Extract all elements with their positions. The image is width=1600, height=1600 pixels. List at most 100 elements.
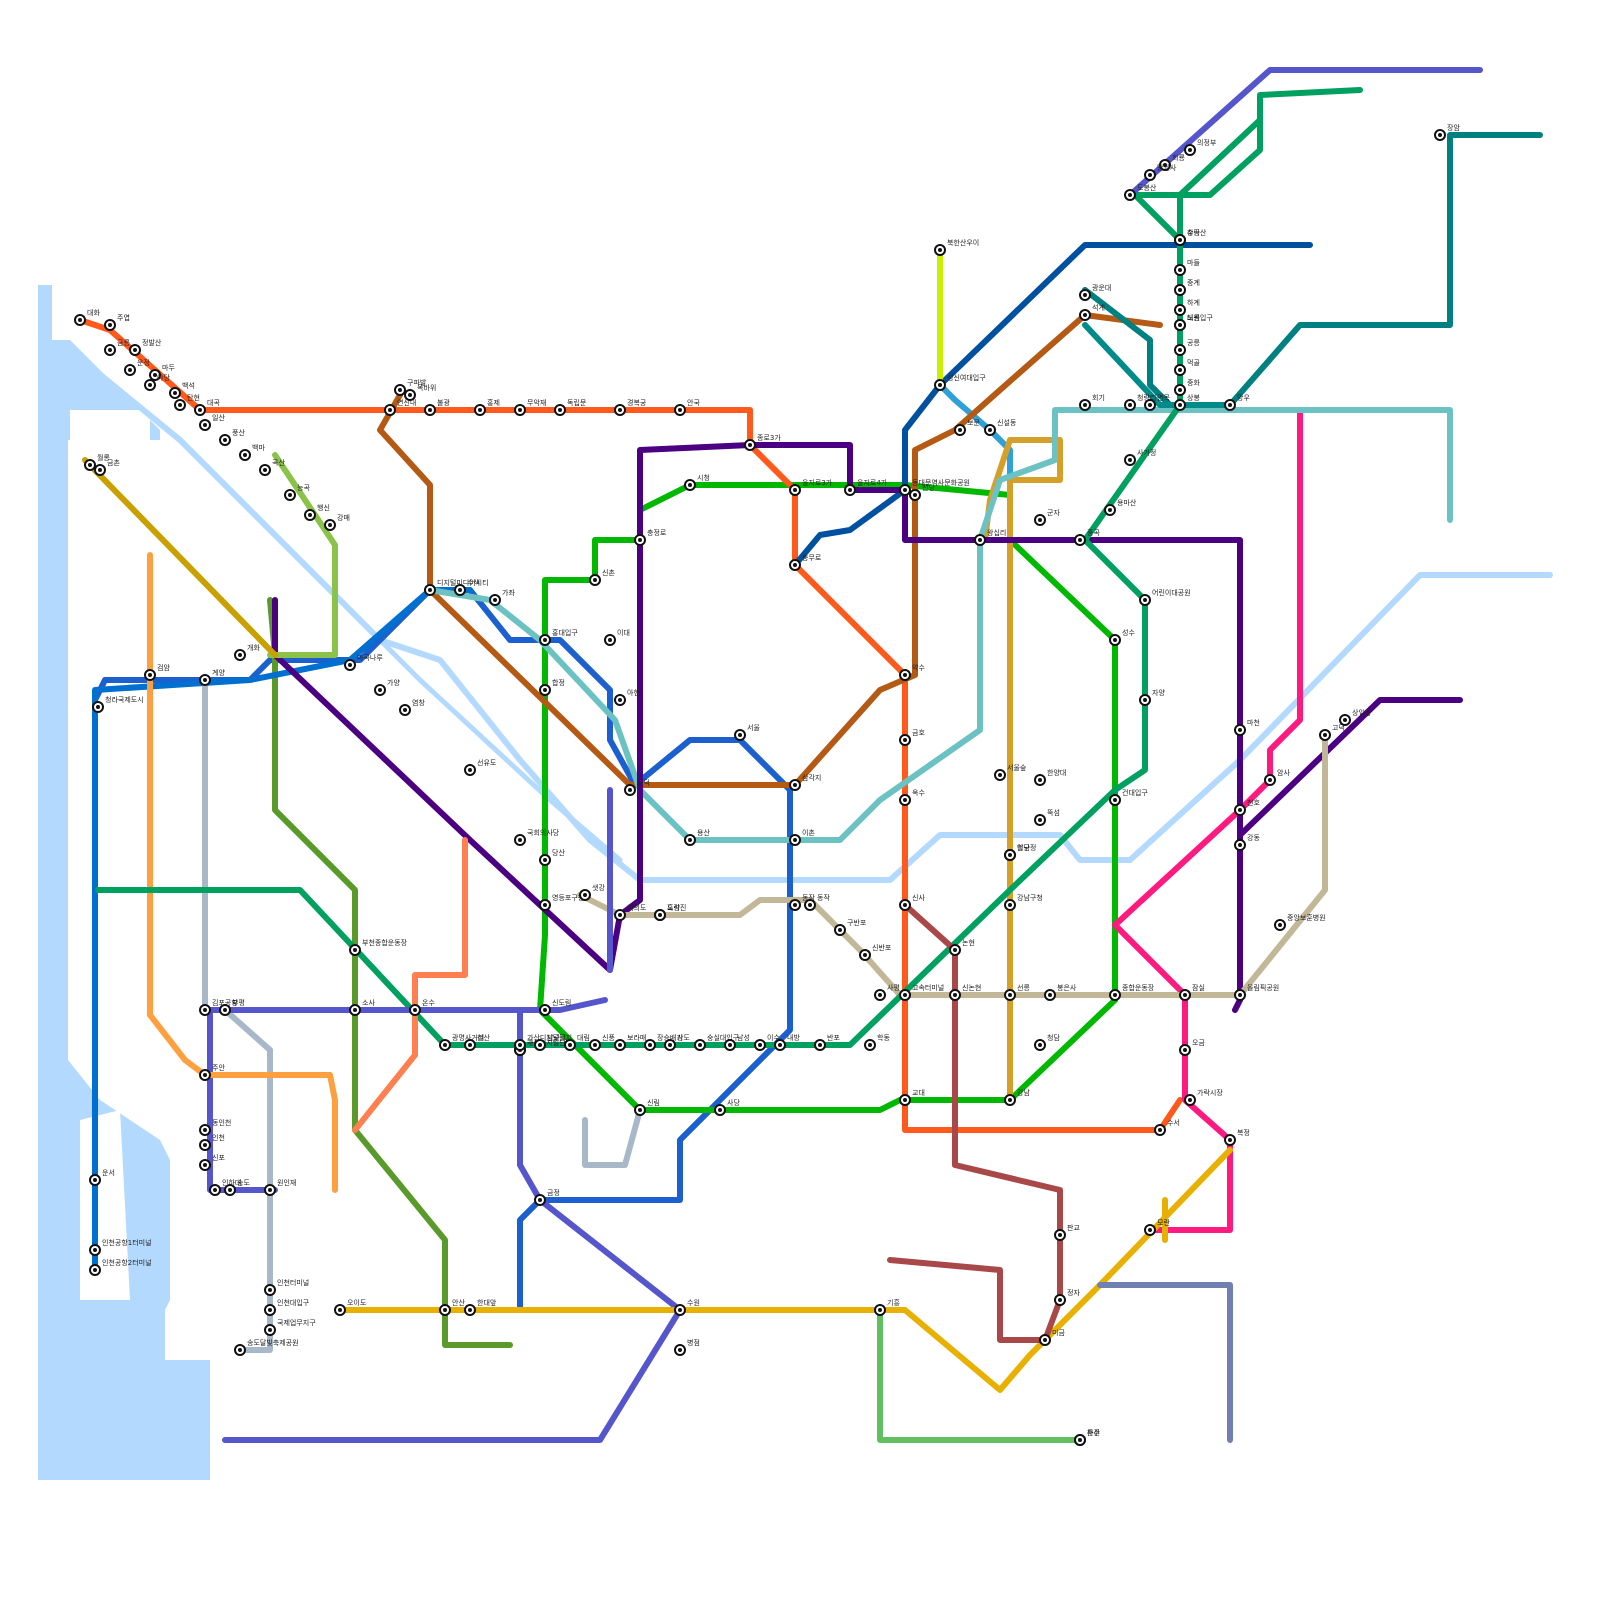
- station-dot: [93, 1268, 97, 1272]
- route-coral: [355, 840, 465, 1130]
- station-dot: [878, 1308, 882, 1312]
- station-dot: [203, 1143, 207, 1147]
- station[interactable]: 서울: [735, 723, 760, 740]
- station-label: 수락산: [1187, 228, 1207, 237]
- station[interactable]: 국회의사당: [515, 828, 560, 845]
- station[interactable]: 야당: [145, 373, 170, 390]
- station-dot: [1008, 1098, 1012, 1102]
- station-dot: [108, 323, 112, 327]
- station[interactable]: 가양: [375, 678, 400, 695]
- station[interactable]: 청담: [1035, 1033, 1060, 1050]
- station-dot: [793, 903, 797, 907]
- station[interactable]: 부천종합운동장: [350, 938, 408, 955]
- station[interactable]: 동인천: [200, 1118, 231, 1135]
- station-dot: [1038, 778, 1042, 782]
- station-dot: [1128, 403, 1132, 407]
- station[interactable]: 병점: [675, 1338, 700, 1355]
- station-label: 서울숲: [1007, 763, 1027, 772]
- station[interactable]: 성수: [1110, 628, 1135, 645]
- station[interactable]: 신설동: [985, 418, 1017, 435]
- station[interactable]: 가락시장: [1185, 1088, 1223, 1105]
- station[interactable]: 삼각지: [790, 773, 821, 790]
- station-label: 동인천: [212, 1118, 231, 1127]
- station[interactable]: 강매: [325, 513, 350, 530]
- station-label: 복정: [1237, 1128, 1250, 1137]
- station[interactable]: 망월사: [1145, 163, 1177, 180]
- station-dot: [203, 423, 207, 427]
- station[interactable]: 일산: [200, 413, 225, 430]
- station-label: 홍대입구: [552, 628, 578, 637]
- station[interactable]: 군자: [1035, 508, 1060, 525]
- station[interactable]: 곡산: [260, 458, 285, 475]
- station-dot: [728, 1043, 732, 1047]
- station-dot: [148, 673, 152, 677]
- station[interactable]: 정발산: [130, 338, 162, 355]
- station-label: 풍산: [232, 428, 245, 437]
- station-label: 염창: [412, 699, 425, 707]
- station[interactable]: 아현: [615, 688, 640, 705]
- station[interactable]: 북한산우이: [935, 238, 979, 255]
- station-label: 충무로: [802, 553, 822, 562]
- station-dot: [263, 468, 267, 472]
- station[interactable]: 미금: [1040, 1328, 1065, 1345]
- station[interactable]: 어린이대공원: [1140, 588, 1191, 605]
- station-dot: [838, 928, 842, 932]
- station-dot: [243, 453, 247, 457]
- route-line6: [380, 315, 1160, 785]
- station-label: 당산: [552, 848, 565, 857]
- station-dot: [128, 368, 132, 372]
- station-label: 용마산: [1117, 498, 1137, 507]
- station-dot: [98, 468, 102, 472]
- station-dot: [348, 663, 352, 667]
- station[interactable]: 이대: [605, 628, 630, 645]
- station[interactable]: 청라국제도시: [93, 695, 144, 712]
- route-line2: [540, 485, 1115, 1110]
- station[interactable]: 한양대: [1035, 769, 1066, 785]
- station-dot: [443, 1308, 447, 1312]
- station[interactable]: 가좌: [490, 588, 515, 605]
- station[interactable]: 복정: [1225, 1128, 1250, 1145]
- station-dot: [1183, 1048, 1187, 1052]
- station-dot: [998, 773, 1002, 777]
- station-dot: [903, 673, 907, 677]
- station[interactable]: 백마: [240, 443, 265, 460]
- station-label: 흑석: [667, 903, 680, 912]
- station[interactable]: 보문: [955, 419, 980, 435]
- station-dot: [1188, 148, 1192, 152]
- station[interactable]: 운정: [125, 358, 150, 375]
- station-label: 을지로4가: [857, 478, 888, 487]
- station-label: 미금: [1052, 1328, 1065, 1337]
- station-dot: [688, 483, 692, 487]
- station-label: 내방: [787, 1033, 800, 1042]
- station[interactable]: 을지로3가: [790, 478, 833, 495]
- station[interactable]: 주엽: [105, 313, 130, 330]
- station-dot: [938, 248, 942, 252]
- station-label: 보라매: [627, 1033, 646, 1042]
- station-dot: [938, 383, 942, 387]
- station[interactable]: 신반포: [860, 943, 892, 960]
- station[interactable]: 풍산: [220, 428, 245, 445]
- station-label: 보문: [967, 419, 980, 427]
- station[interactable]: 구반포: [835, 918, 867, 935]
- station[interactable]: 개화: [235, 643, 260, 660]
- station[interactable]: 선유도: [465, 758, 497, 775]
- station-dot: [738, 733, 742, 737]
- station[interactable]: 문산: [1075, 1428, 1100, 1445]
- station-label: 대곡: [207, 399, 220, 407]
- station-label: 곡산: [272, 458, 285, 467]
- station-dot: [748, 443, 752, 447]
- station-label: 국제업무지구: [277, 1318, 316, 1327]
- station-dot: [1143, 598, 1147, 602]
- station-dot: [1188, 1098, 1192, 1102]
- station-dot: [338, 1308, 342, 1312]
- station[interactable]: 수서: [1155, 1118, 1180, 1135]
- station[interactable]: 학동: [865, 1033, 890, 1050]
- station-label: 홍제: [487, 398, 500, 407]
- station[interactable]: 염창: [400, 699, 425, 715]
- station-label: 면목: [1157, 393, 1170, 402]
- station-dot: [408, 393, 412, 397]
- station[interactable]: 샛강: [580, 883, 605, 900]
- station[interactable]: 뚝섬: [1035, 808, 1060, 825]
- station[interactable]: 중앙보훈병원: [1275, 913, 1326, 930]
- station-label: 모란: [1157, 1219, 1170, 1227]
